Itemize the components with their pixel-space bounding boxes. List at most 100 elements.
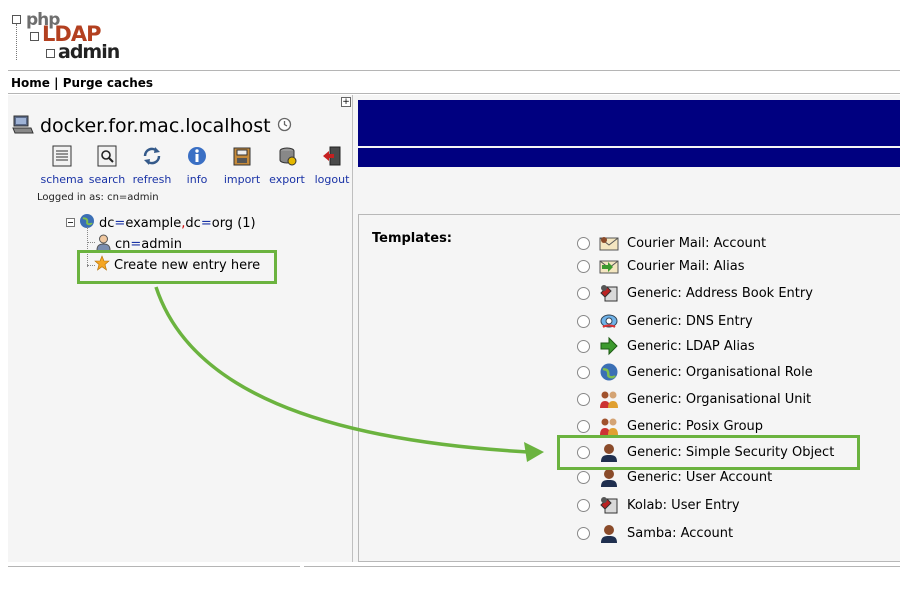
export-icon (276, 145, 298, 167)
server-computer-icon (12, 113, 34, 139)
ldap-alias-icon (599, 336, 619, 356)
export-button[interactable]: export (265, 145, 309, 186)
template-option[interactable]: Generic: Organisational Unit (577, 389, 811, 409)
template-radio[interactable] (577, 286, 590, 300)
template-label[interactable]: Generic: Organisational Unit (627, 391, 812, 407)
template-radio[interactable] (577, 365, 590, 379)
search-icon (96, 145, 118, 167)
template-radio[interactable] (577, 419, 590, 433)
template-option[interactable]: Generic: Address Book Entry (577, 283, 813, 303)
create-entry-row[interactable]: Create new entry here (94, 255, 260, 275)
user-icon (599, 523, 619, 543)
mail-account-icon (599, 233, 619, 253)
dns-icon (599, 311, 619, 331)
home-link[interactable]: Home (11, 76, 50, 90)
globe-icon (599, 362, 619, 382)
subheader-banner (358, 148, 900, 167)
user-icon (599, 467, 619, 487)
server-name[interactable]: docker.for.mac.localhost (40, 115, 271, 137)
template-label[interactable]: Generic: Organisational Role (627, 364, 813, 380)
logout-icon (321, 145, 343, 167)
search-label: search (88, 173, 126, 186)
template-radio[interactable] (577, 526, 590, 540)
import-label: import (223, 173, 261, 186)
template-option[interactable]: Generic: Posix Group (577, 416, 763, 436)
template-option[interactable]: Generic: User Account (577, 467, 772, 487)
import-icon (231, 145, 253, 167)
clock-icon[interactable] (277, 117, 292, 136)
user-icon (599, 442, 619, 462)
tree-box-icon (12, 15, 21, 24)
refresh-button[interactable]: refresh (130, 145, 174, 186)
template-label[interactable]: Kolab: User Entry (627, 497, 740, 513)
template-radio[interactable] (577, 259, 590, 273)
address-book-icon (599, 283, 619, 303)
phpldapadmin-logo: php LDAP admin (12, 10, 122, 64)
nav-divider (8, 93, 900, 94)
template-label[interactable]: Courier Mail: Account (627, 235, 767, 251)
template-option[interactable]: Kolab: User Entry (577, 495, 740, 515)
template-label[interactable]: Samba: Account (627, 525, 734, 541)
collapse-toggle-icon[interactable] (66, 216, 75, 231)
template-radio[interactable] (577, 339, 590, 353)
template-option[interactable]: Generic: DNS Entry (577, 311, 753, 331)
group-icon (599, 416, 619, 436)
schema-button[interactable]: schema (40, 145, 84, 186)
refresh-label: refresh (132, 173, 172, 186)
templates-label: Templates: (372, 231, 453, 246)
tree-root-row[interactable]: dc=example,dc=org (1) (66, 213, 256, 233)
expand-panel-button[interactable]: + (341, 97, 351, 107)
template-label[interactable]: Generic: Simple Security Object (627, 444, 835, 460)
template-radio[interactable] (577, 445, 590, 459)
group-icon (599, 389, 619, 409)
star-icon (94, 255, 110, 275)
search-button[interactable]: search (85, 145, 129, 186)
server-header: docker.for.mac.localhost (12, 113, 292, 139)
highlight-box-simple-security (557, 435, 860, 470)
template-radio[interactable] (577, 392, 590, 406)
template-label[interactable]: Generic: User Account (627, 469, 773, 485)
logout-label: logout (314, 173, 350, 186)
template-label[interactable]: Generic: DNS Entry (627, 313, 753, 329)
tree-box-icon (30, 32, 39, 41)
tree-connector (87, 242, 95, 243)
import-button[interactable]: import (220, 145, 264, 186)
tree-entry-admin[interactable]: cn=admin (96, 234, 182, 254)
tree-connector (87, 227, 88, 267)
export-label: export (269, 173, 305, 186)
logged-in-as: Logged in as: cn=admin (37, 192, 159, 203)
template-label[interactable]: Generic: Posix Group (627, 418, 764, 434)
tree-root-label[interactable]: dc=example,dc=org (1) (99, 215, 256, 231)
template-option[interactable]: Courier Mail: Account (577, 233, 766, 253)
create-entry-link[interactable]: Create new entry here (114, 257, 261, 273)
purge-caches-link[interactable]: Purge caches (62, 76, 154, 90)
template-option[interactable]: Generic: LDAP Alias (577, 336, 755, 356)
footer-divider (304, 566, 900, 567)
template-label[interactable]: Generic: LDAP Alias (627, 338, 755, 354)
tree-line (16, 24, 17, 60)
tree-entry-label[interactable]: cn=admin (115, 236, 183, 252)
schema-label: schema (40, 173, 84, 186)
logo-php: php (26, 10, 60, 30)
logo-ldap: LDAP (42, 22, 101, 46)
template-radio[interactable] (577, 470, 590, 484)
tree-box-icon (46, 49, 55, 58)
tree-connector (87, 265, 95, 266)
info-button[interactable]: info (175, 145, 219, 186)
highlight-box-create-entry (77, 250, 277, 284)
template-option[interactable]: Samba: Account (577, 523, 733, 543)
logout-button[interactable]: logout (310, 145, 354, 186)
template-radio[interactable] (577, 498, 590, 512)
address-book-icon (599, 495, 619, 515)
template-option[interactable]: Courier Mail: Alias (577, 256, 744, 276)
template-radio[interactable] (577, 236, 590, 250)
template-label[interactable]: Courier Mail: Alias (627, 258, 745, 274)
nav-separator: | (54, 76, 59, 90)
template-label[interactable]: Generic: Address Book Entry (627, 285, 813, 301)
template-radio[interactable] (577, 314, 590, 328)
template-option[interactable]: Generic: Organisational Role (577, 362, 813, 382)
template-option[interactable]: Generic: Simple Security Object (577, 442, 834, 462)
schema-icon (51, 145, 73, 167)
user-icon (96, 234, 111, 254)
mail-alias-icon (599, 256, 619, 276)
